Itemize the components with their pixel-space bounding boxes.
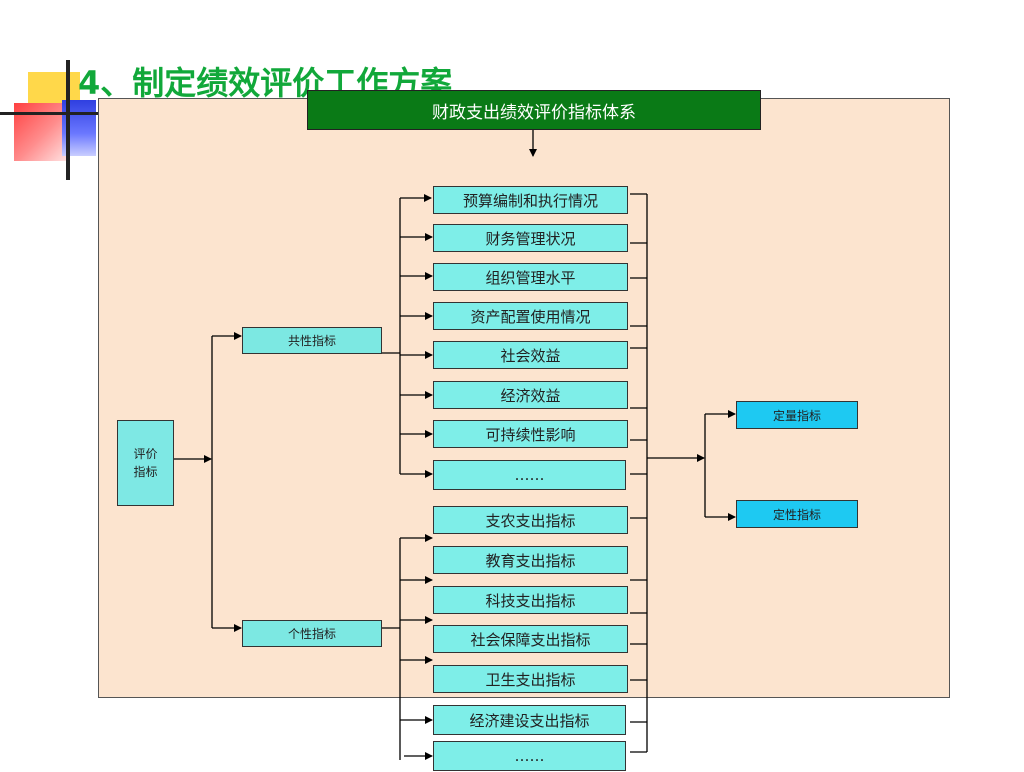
qualitative-indicators-box: 定性指标 — [736, 500, 858, 528]
decorative-vertical-line — [66, 60, 70, 180]
common-item-finance: 财务管理状况 — [433, 224, 628, 252]
common-item-assets: 资产配置使用情况 — [433, 302, 628, 330]
common-item-more: …… — [433, 460, 626, 490]
specific-item-social-security: 社会保障支出指标 — [433, 625, 628, 653]
common-item-organization: 组织管理水平 — [433, 263, 628, 291]
specific-item-science: 科技支出指标 — [433, 586, 628, 614]
specific-item-health: 卫生支出指标 — [433, 665, 628, 693]
quantitative-indicators-box: 定量指标 — [736, 401, 858, 429]
common-item-economic-benefit: 经济效益 — [433, 381, 628, 409]
common-item-budget: 预算编制和执行情况 — [433, 186, 628, 214]
common-indicators-box: 共性指标 — [242, 327, 382, 354]
common-item-sustainability: 可持续性影响 — [433, 420, 628, 448]
evaluation-indicators-root: 评价指标 — [117, 420, 174, 506]
common-item-social-benefit: 社会效益 — [433, 341, 628, 369]
specific-item-more: …… — [433, 741, 626, 771]
specific-item-economic-construction: 经济建设支出指标 — [433, 705, 626, 735]
specific-item-agriculture: 支农支出指标 — [433, 506, 628, 534]
indicator-system-header: 财政支出绩效评价指标体系 — [307, 90, 761, 130]
specific-item-education: 教育支出指标 — [433, 546, 628, 574]
specific-indicators-box: 个性指标 — [242, 620, 382, 647]
